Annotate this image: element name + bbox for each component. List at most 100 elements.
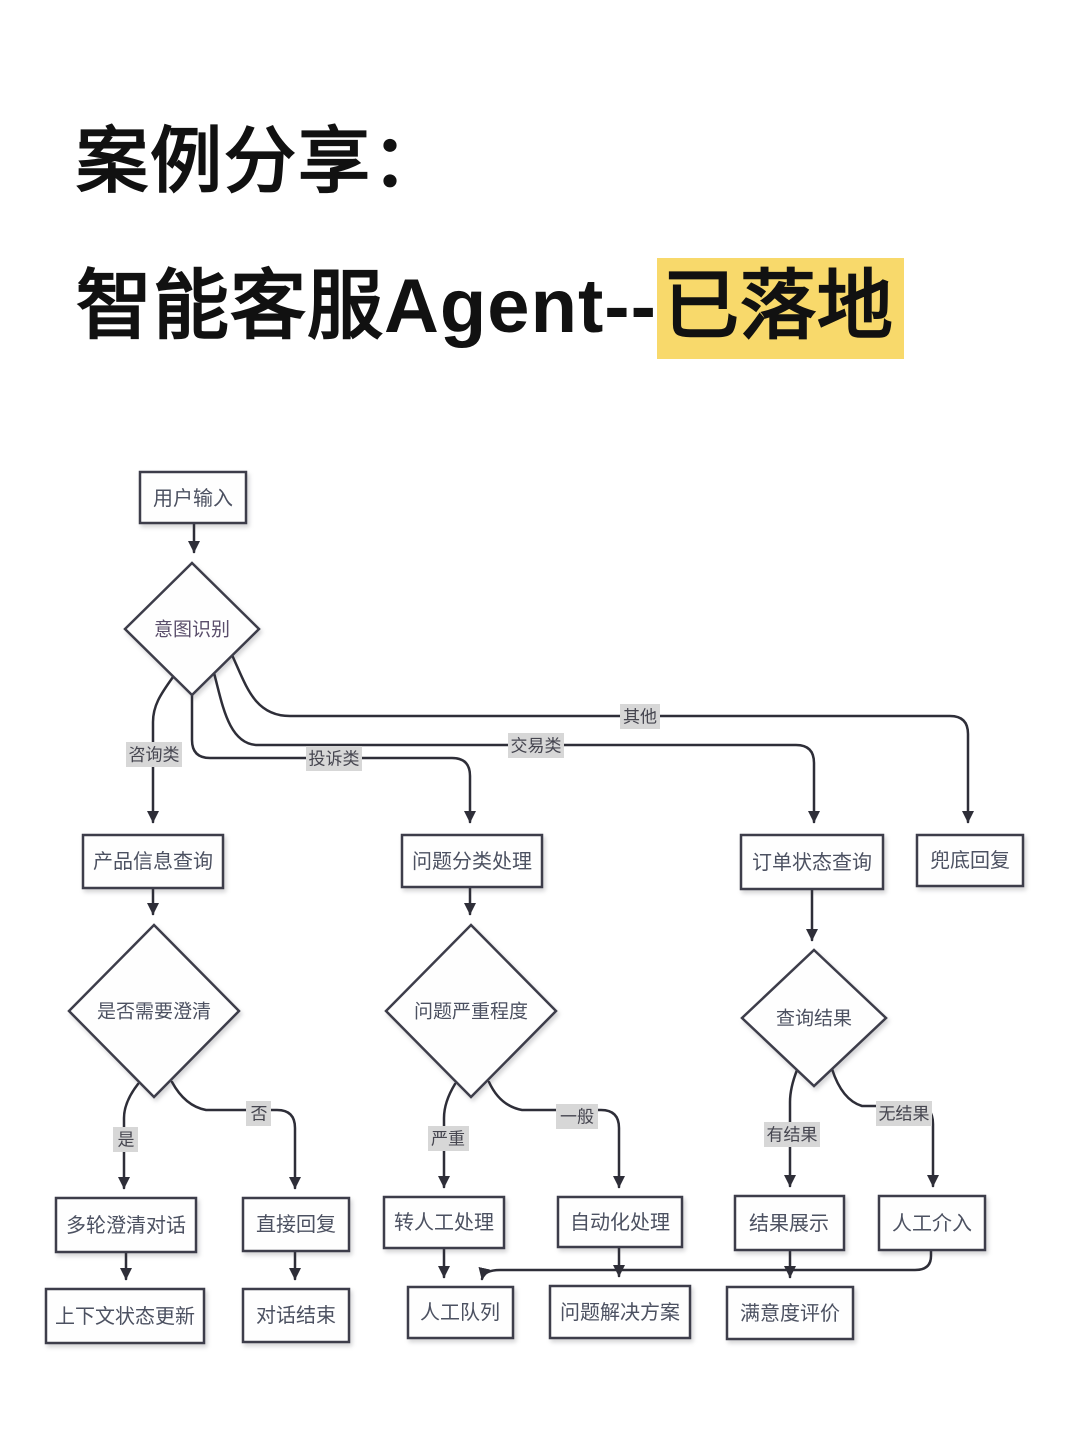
- node-user-input-label: 用户输入: [153, 487, 233, 510]
- edge-label-consult-text: 咨询类: [129, 746, 180, 765]
- node-user-input: 用户输入: [138, 470, 248, 525]
- node-multi-turn-label: 多轮澄清对话: [66, 1214, 186, 1237]
- node-severity-label: 问题严重程度: [414, 1001, 528, 1023]
- node-context-update: 上下文状态更新: [44, 1287, 206, 1345]
- edge-labels: 咨询类 投诉类 交易类 其他 是 否 严重 一般: [113, 704, 932, 1152]
- node-multi-turn: 多轮澄清对话: [54, 1196, 198, 1254]
- edge-label-general: 一般: [556, 1104, 598, 1129]
- edge-label-no-result: 无结果: [876, 1101, 932, 1126]
- edge-severity-to-auto-process: [487, 1080, 625, 1189]
- node-human-queue: 人工队列: [406, 1285, 515, 1340]
- edge-human-intervene-to-human-queue: [478, 1248, 933, 1281]
- node-query-result-shape: [740, 948, 888, 1088]
- node-context-update-label: 上下文状态更新: [55, 1305, 195, 1328]
- edge-label-yes: 是: [113, 1127, 138, 1152]
- node-problem-classify-label: 问题分类处理: [412, 850, 532, 873]
- edge-label-severe-bg: [428, 1126, 469, 1151]
- node-auto-process: 自动化处理: [556, 1195, 684, 1249]
- edge-label-no-result-text: 无结果: [879, 1105, 930, 1124]
- node-severity-shape: [384, 923, 558, 1099]
- node-direct-reply-label: 直接回复: [256, 1213, 336, 1236]
- node-dialog-end-shape: [241, 1287, 351, 1344]
- node-human-intervene-shape: [877, 1194, 987, 1252]
- edge-label-severe: 严重: [428, 1126, 469, 1151]
- edge-label-has-result-bg: [764, 1122, 820, 1147]
- edge-label-other-text: 其他: [623, 708, 657, 727]
- edge-label-has-result: 有结果: [764, 1122, 820, 1147]
- node-intent-shape: [123, 561, 261, 697]
- node-dialog-end: 对话结束: [241, 1287, 351, 1344]
- node-user-input-shape: [138, 470, 248, 525]
- node-satisfaction-shape: [725, 1285, 855, 1341]
- node-result-display: 结果展示: [733, 1194, 846, 1252]
- node-human-queue-label: 人工队列: [420, 1301, 500, 1324]
- node-severity: 问题严重程度: [384, 923, 558, 1099]
- edge-label-no: 否: [246, 1101, 271, 1126]
- node-auto-process-shape: [556, 1195, 684, 1249]
- node-order-status-label: 订单状态查询: [752, 851, 872, 874]
- edge-label-yes-bg: [113, 1127, 138, 1152]
- node-human-queue-shape: [406, 1285, 515, 1340]
- nodes: 用户输入 意图识别 产品信息查询 问题分类处理 订单状态查询 兜底回复 是否需要…: [44, 470, 1025, 1345]
- edge-label-general-bg: [556, 1104, 598, 1129]
- edge-label-no-text: 否: [251, 1105, 268, 1124]
- edge-label-complaint-bg: [306, 746, 362, 771]
- edge-need-clarify-to-direct-reply: [170, 1080, 301, 1190]
- node-auto-process-label: 自动化处理: [570, 1211, 670, 1234]
- page-title: 案例分享：: [76, 122, 447, 202]
- node-direct-reply: 直接回复: [241, 1196, 351, 1253]
- edge-label-transaction: 交易类: [508, 733, 564, 758]
- node-satisfaction: 满意度评价: [725, 1285, 855, 1341]
- edge-label-no-bg: [246, 1101, 271, 1126]
- node-direct-reply-shape: [241, 1196, 351, 1253]
- node-multi-turn-shape: [54, 1196, 198, 1254]
- node-result-display-shape: [733, 1194, 846, 1252]
- node-fallback-reply-shape: [915, 833, 1025, 888]
- edge-need-clarify-to-multi-turn: [118, 1082, 140, 1190]
- edge-label-no-result-bg: [876, 1101, 932, 1126]
- edge-intent-to-fallback: [230, 653, 974, 824]
- node-intent-label: 意图识别: [154, 619, 230, 641]
- node-to-human-label: 转人工处理: [394, 1211, 494, 1234]
- node-need-clarify: 是否需要澄清: [67, 923, 241, 1099]
- node-human-intervene: 人工介入: [877, 1194, 987, 1252]
- node-query-result: 查询结果: [740, 948, 888, 1088]
- edge-intent-to-order-status: [212, 671, 820, 824]
- node-product-info-label: 产品信息查询: [93, 850, 213, 873]
- edges: [118, 521, 974, 1281]
- node-fallback-reply: 兜底回复: [915, 833, 1025, 888]
- node-human-intervene-label: 人工介入: [892, 1212, 972, 1235]
- edge-severity-to-to-human: [438, 1082, 457, 1189]
- node-intent: 意图识别: [123, 561, 261, 697]
- edge-label-complaint: 投诉类: [306, 746, 362, 771]
- edge-intent-to-product-info: [147, 675, 175, 824]
- node-to-human-shape: [382, 1195, 506, 1250]
- node-context-update-shape: [44, 1287, 206, 1345]
- edge-label-yes-text: 是: [118, 1131, 135, 1150]
- node-solution-shape: [548, 1284, 692, 1340]
- subtitle-highlight: 已落地: [656, 258, 904, 359]
- edge-label-other-bg: [620, 704, 660, 729]
- node-product-info: 产品信息查询: [81, 833, 225, 890]
- node-order-status: 订单状态查询: [739, 833, 885, 891]
- node-solution-label: 问题解决方案: [560, 1301, 680, 1324]
- edge-label-general-text: 一般: [560, 1108, 594, 1127]
- edge-label-other: 其他: [620, 704, 660, 729]
- page-subtitle: 智能客服Agent--已落地: [76, 244, 904, 359]
- edge-label-transaction-bg: [508, 733, 564, 758]
- node-need-clarify-shape: [67, 923, 241, 1099]
- edge-label-has-result-text: 有结果: [767, 1126, 818, 1145]
- edge-query-result-to-human-intervene: [830, 1067, 939, 1188]
- node-solution: 问题解决方案: [548, 1284, 692, 1340]
- node-dialog-end-label: 对话结束: [256, 1304, 336, 1327]
- node-fallback-reply-label: 兜底回复: [930, 849, 1010, 872]
- node-order-status-shape: [739, 833, 885, 891]
- edge-label-consult: 咨询类: [126, 742, 182, 767]
- edge-label-consult-bg: [126, 742, 182, 767]
- node-need-clarify-label: 是否需要澄清: [97, 1001, 211, 1023]
- node-to-human: 转人工处理: [382, 1195, 506, 1250]
- node-query-result-label: 查询结果: [776, 1008, 852, 1030]
- edge-label-severe-text: 严重: [431, 1130, 465, 1149]
